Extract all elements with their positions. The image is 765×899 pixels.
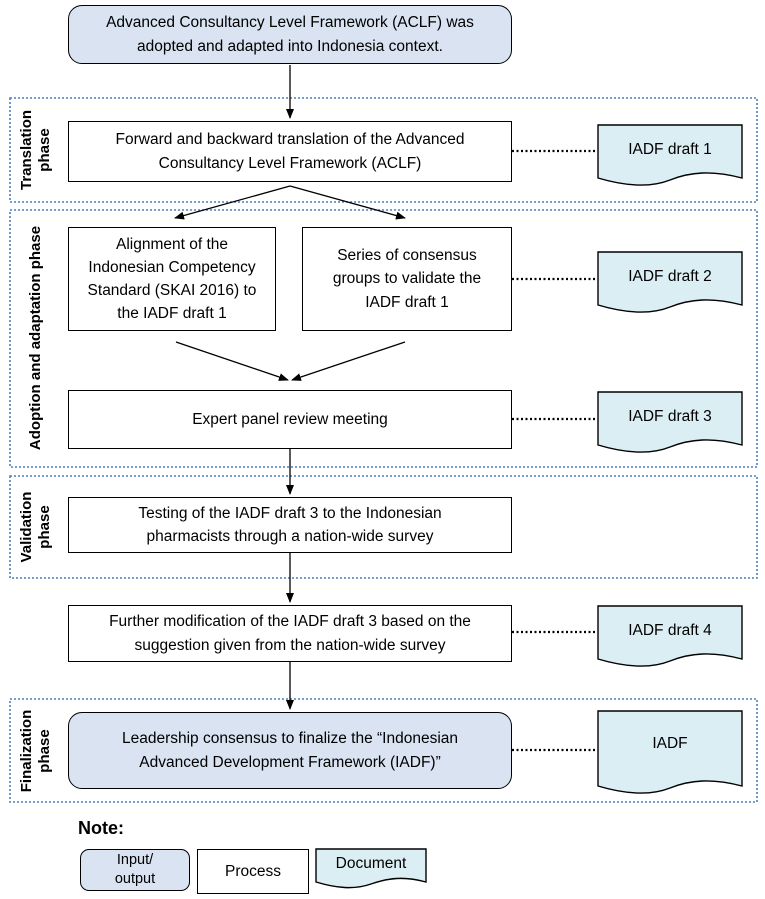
document-label-d5: IADF [652,735,688,752]
phase-label-translation: Translation phase [18,109,53,190]
legend-document-shape [315,848,427,889]
arrow-translation-to-consensus [289,185,406,220]
legend-process: Process [197,849,309,894]
document-shape-d2 [597,251,743,313]
document-label-d1: IADF draft 1 [628,141,712,158]
legend-title: Note: [78,818,124,838]
phase-label-validation: Validation phase [18,491,53,563]
legend-document-label: Document [335,855,407,872]
document-label-d2: IADF draft 2 [628,268,712,285]
adoption-phase-frame [9,209,758,468]
arrow-translation-to-alignment [174,185,291,220]
finalization-phase-frame [9,698,758,803]
translation-phase-frame [9,97,758,203]
phase-label-finalization: Finalization phase [18,709,53,793]
legend-io: Input/ output [80,849,190,891]
translation-node: Forward and backward translation of the … [68,121,512,182]
expert-review-node: Expert panel review meeting [68,390,512,449]
leadership-node: Leadership consensus to finalize the “In… [68,712,512,789]
alignment-node: Alignment of the Indonesian Competency S… [68,227,276,331]
document-shape-d5 [597,710,743,794]
arrow-alignment-to-expert [175,341,289,381]
document-shape-d3 [597,391,743,453]
consensus-node: Series of consensus groups to validate t… [302,227,512,331]
testing-node: Testing of the IADF draft 3 to the Indon… [68,497,512,553]
document-shape-d4 [597,605,743,667]
modification-node: Further modification of the IADF draft 3… [68,605,512,662]
document-label-d4: IADF draft 4 [628,622,712,639]
document-shape-d1 [597,124,743,186]
validation-phase-frame [9,475,758,579]
start-node: Advanced Consultancy Level Framework (AC… [68,5,512,64]
document-label-d3: IADF draft 3 [628,408,712,425]
arrow-consensus-to-expert [291,341,406,381]
phase-label-adoption: Adoption and adaptation phase [27,225,44,451]
